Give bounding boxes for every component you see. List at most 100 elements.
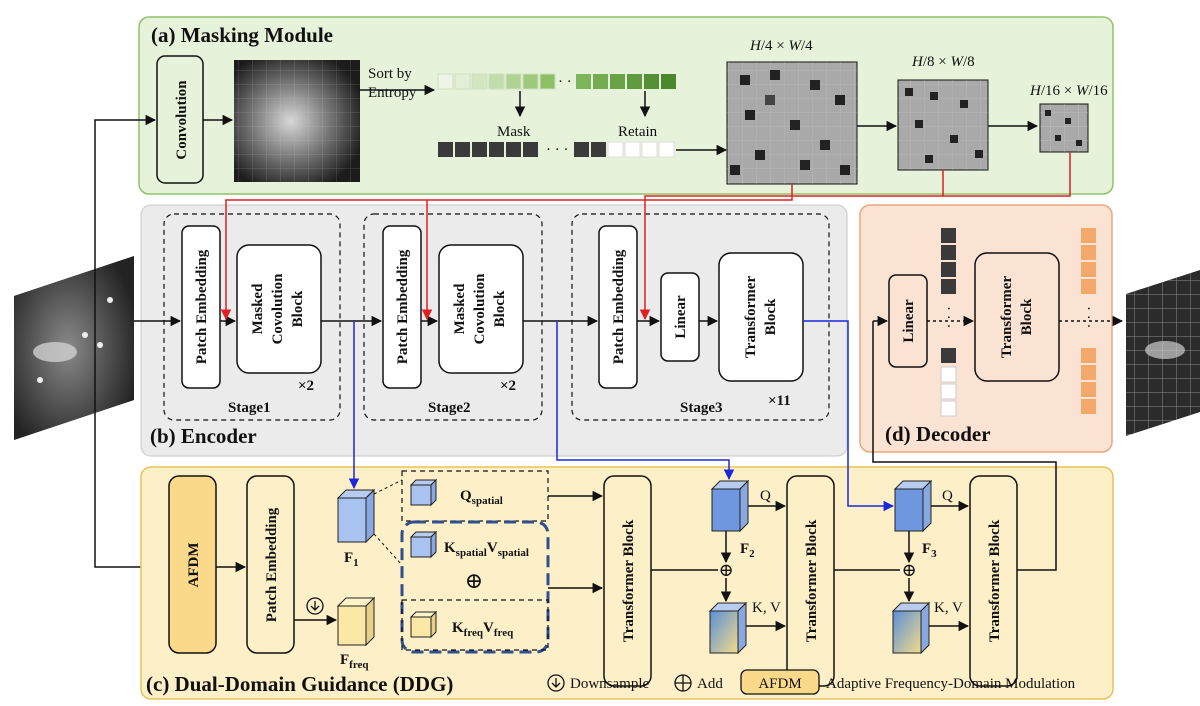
f3-cube bbox=[893, 479, 933, 533]
q-spatial-cube bbox=[409, 478, 438, 507]
stage3-patch-embedding bbox=[598, 225, 638, 389]
legend-add-label: Add bbox=[697, 676, 723, 692]
f1-label: F1 bbox=[344, 550, 359, 569]
mask-label: Mask bbox=[497, 124, 531, 140]
svg-text:· · ·: · · · bbox=[546, 142, 569, 158]
svg-text:Transformer Block: Transformer Block bbox=[621, 519, 637, 642]
stage3-repeat: ×11 bbox=[768, 393, 791, 409]
decoder-title: (d) Decoder bbox=[885, 422, 991, 446]
ffreq-label: Ffreq bbox=[340, 652, 369, 671]
input-infrared-image bbox=[14, 256, 134, 440]
svg-text:Block: Block bbox=[290, 290, 306, 327]
svg-text:Covolution: Covolution bbox=[270, 273, 286, 345]
kv-freq-label: KfreqVfreq bbox=[452, 620, 514, 639]
kv-freq-frame bbox=[401, 599, 549, 651]
stage1-patch-embedding bbox=[181, 225, 221, 389]
afdm-block bbox=[168, 475, 217, 654]
kv-spatial-cube bbox=[409, 530, 438, 559]
decoder-transformer-block bbox=[974, 252, 1060, 382]
encoder-title: (b) Encoder bbox=[150, 424, 257, 448]
resolution-h8-label: H/8 × W/8 bbox=[911, 54, 975, 70]
stage3-linear bbox=[660, 272, 700, 362]
svg-text:Patch Embedding: Patch Embedding bbox=[395, 249, 411, 364]
svg-text:AFDM: AFDM bbox=[758, 676, 801, 692]
svg-text:Patch Embedding: Patch Embedding bbox=[611, 249, 627, 364]
svg-text:Transformer: Transformer bbox=[999, 276, 1015, 359]
entropy-heatmap bbox=[234, 60, 360, 182]
legend-afdm-box bbox=[740, 669, 820, 695]
kv-cube-2 bbox=[891, 601, 931, 655]
masked-image-h16 bbox=[1039, 103, 1089, 153]
sort-by-label: Sort by bbox=[368, 66, 412, 82]
q-label-1: Q bbox=[760, 488, 771, 504]
kv-spatial-label: KspatialVspatial bbox=[444, 540, 529, 559]
svg-text:Transformer Block: Transformer Block bbox=[804, 519, 820, 642]
svg-text:· · ·: · · · bbox=[940, 306, 956, 329]
ddg-transformer-block-1 bbox=[603, 475, 652, 687]
stage1-frame bbox=[163, 213, 341, 421]
ddg-patch-embedding bbox=[246, 475, 295, 654]
sorted-token-bar: · · · bbox=[437, 73, 676, 90]
f1-cube bbox=[336, 488, 376, 544]
downsample-icon bbox=[306, 597, 324, 615]
f2-label: F2 bbox=[740, 541, 755, 560]
q-label-2: Q bbox=[942, 488, 953, 504]
stage3-transformer-block bbox=[718, 252, 804, 382]
svg-text:Transformer: Transformer bbox=[743, 276, 759, 359]
f3-label: F3 bbox=[922, 541, 937, 560]
ffreq-cube bbox=[336, 596, 376, 647]
retain-label: Retain bbox=[618, 124, 658, 140]
kv-group-frame bbox=[400, 520, 550, 654]
svg-text:Patch Embedding: Patch Embedding bbox=[194, 249, 210, 364]
decoder-mid-tokens: · · · bbox=[940, 228, 957, 417]
decoder-out-tokens: · · · bbox=[1080, 228, 1096, 414]
resolution-h4-label: H/4 × W/4 bbox=[749, 38, 813, 54]
legend: Downsample Add AFDM Adaptive Frequency-D… bbox=[547, 669, 1076, 695]
svg-text:Block: Block bbox=[1019, 298, 1035, 335]
svg-text:Block: Block bbox=[763, 298, 779, 335]
legend-downsample-label: Downsample bbox=[570, 676, 649, 692]
svg-text:· · ·: · · · bbox=[1080, 306, 1096, 329]
svg-text:AFDM: AFDM bbox=[186, 543, 202, 588]
stage2-repeat: ×2 bbox=[500, 378, 516, 394]
resolution-h16-label: H/16 × W/16 bbox=[1029, 83, 1108, 99]
stage2-masked-conv-block bbox=[438, 244, 524, 374]
svg-text:Transformer Block: Transformer Block bbox=[987, 519, 1003, 642]
kv-label-2: K, V bbox=[934, 600, 963, 616]
output-reconstructed-image bbox=[1126, 270, 1200, 436]
ddg-transformer-block-3 bbox=[969, 475, 1018, 687]
legend-add-icon bbox=[674, 674, 692, 692]
svg-text:Masked: Masked bbox=[250, 283, 266, 334]
svg-text:Linear: Linear bbox=[901, 299, 917, 343]
kv-label-1: K, V bbox=[752, 600, 781, 616]
svg-text:Patch Embedding: Patch Embedding bbox=[264, 507, 280, 622]
svg-text:Masked: Masked bbox=[452, 283, 468, 334]
masked-image-h4 bbox=[726, 61, 858, 185]
stage3-frame bbox=[571, 213, 830, 421]
mask-retain-token-bar: · · · bbox=[438, 141, 675, 158]
svg-text:Block: Block bbox=[492, 290, 508, 327]
legend-afdm-desc: Adaptive Frequency-Domain Modulation bbox=[826, 676, 1076, 692]
masking-module-title: (a) Masking Module bbox=[151, 23, 333, 47]
stage2-frame bbox=[363, 213, 543, 421]
svg-text:Linear: Linear bbox=[673, 295, 689, 339]
add-node-2: ⊕ bbox=[901, 560, 916, 580]
stage1-repeat: ×2 bbox=[298, 378, 314, 394]
stage2-patch-embedding bbox=[382, 225, 422, 389]
masking-module-panel bbox=[138, 16, 1114, 195]
f2-cube bbox=[710, 479, 750, 533]
entropy-label: Entropy bbox=[368, 85, 417, 101]
stage1-masked-conv-block bbox=[236, 244, 322, 374]
stage2-label: Stage2 bbox=[428, 400, 471, 416]
legend-downsample-icon bbox=[547, 674, 565, 692]
svg-text:Covolution: Covolution bbox=[472, 273, 488, 345]
stage1-label: Stage1 bbox=[228, 400, 271, 416]
add-node-1: ⊕ bbox=[718, 560, 733, 580]
masked-image-h8 bbox=[897, 79, 989, 171]
svg-text:· · ·: · · · bbox=[558, 74, 581, 90]
kv-freq-cube bbox=[409, 610, 438, 639]
ddg-title: (c) Dual-Domain Guidance (DDG) bbox=[146, 672, 453, 696]
convolution-label: Convolution bbox=[174, 80, 190, 160]
q-spatial-label: Qspatial bbox=[460, 488, 503, 507]
